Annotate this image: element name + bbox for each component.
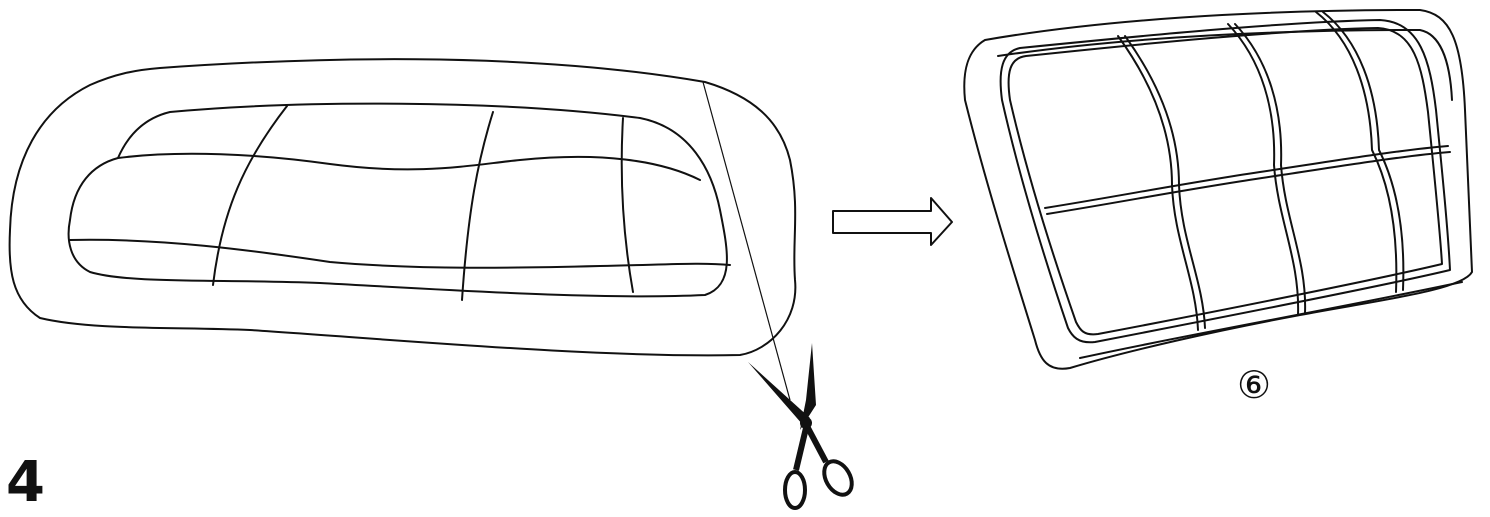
cushion-seam-v1a [1117, 35, 1199, 331]
cushion-outer-outline [963, 9, 1473, 370]
finished-cushion [963, 9, 1473, 370]
step-number: 4 [6, 450, 45, 515]
cushion-seam-v2b [1234, 23, 1307, 314]
cover-seam-v2 [461, 111, 494, 301]
cushion-front-edge [1079, 281, 1463, 359]
cushion-seam-middle-b [1046, 151, 1451, 215]
cover-inner-panel [67, 102, 728, 298]
cover-seam-middle [69, 238, 731, 269]
cushion-seam-v1b [1124, 35, 1206, 329]
cut-line [702, 81, 791, 401]
cover-outer-outline [8, 58, 797, 357]
scissors-icon [748, 343, 854, 510]
cushion-inner-panel [999, 19, 1451, 344]
flat-cushion-cover [8, 58, 797, 401]
cover-seam-v1 [212, 105, 288, 286]
cushion-seam-v2a [1227, 23, 1300, 316]
cover-seam-v3 [620, 117, 634, 293]
cover-seam-upper [117, 152, 701, 181]
cushion-top-edge [997, 29, 1453, 101]
arrow-right-icon [832, 197, 953, 246]
cushion-seam-v3b [1322, 11, 1405, 291]
part-label: ⑥ [1237, 363, 1271, 407]
cushion-seam-v3a [1315, 11, 1398, 293]
cushion-inner-panel-2 [1007, 27, 1443, 336]
cushion-seam-middle-a [1044, 145, 1449, 209]
